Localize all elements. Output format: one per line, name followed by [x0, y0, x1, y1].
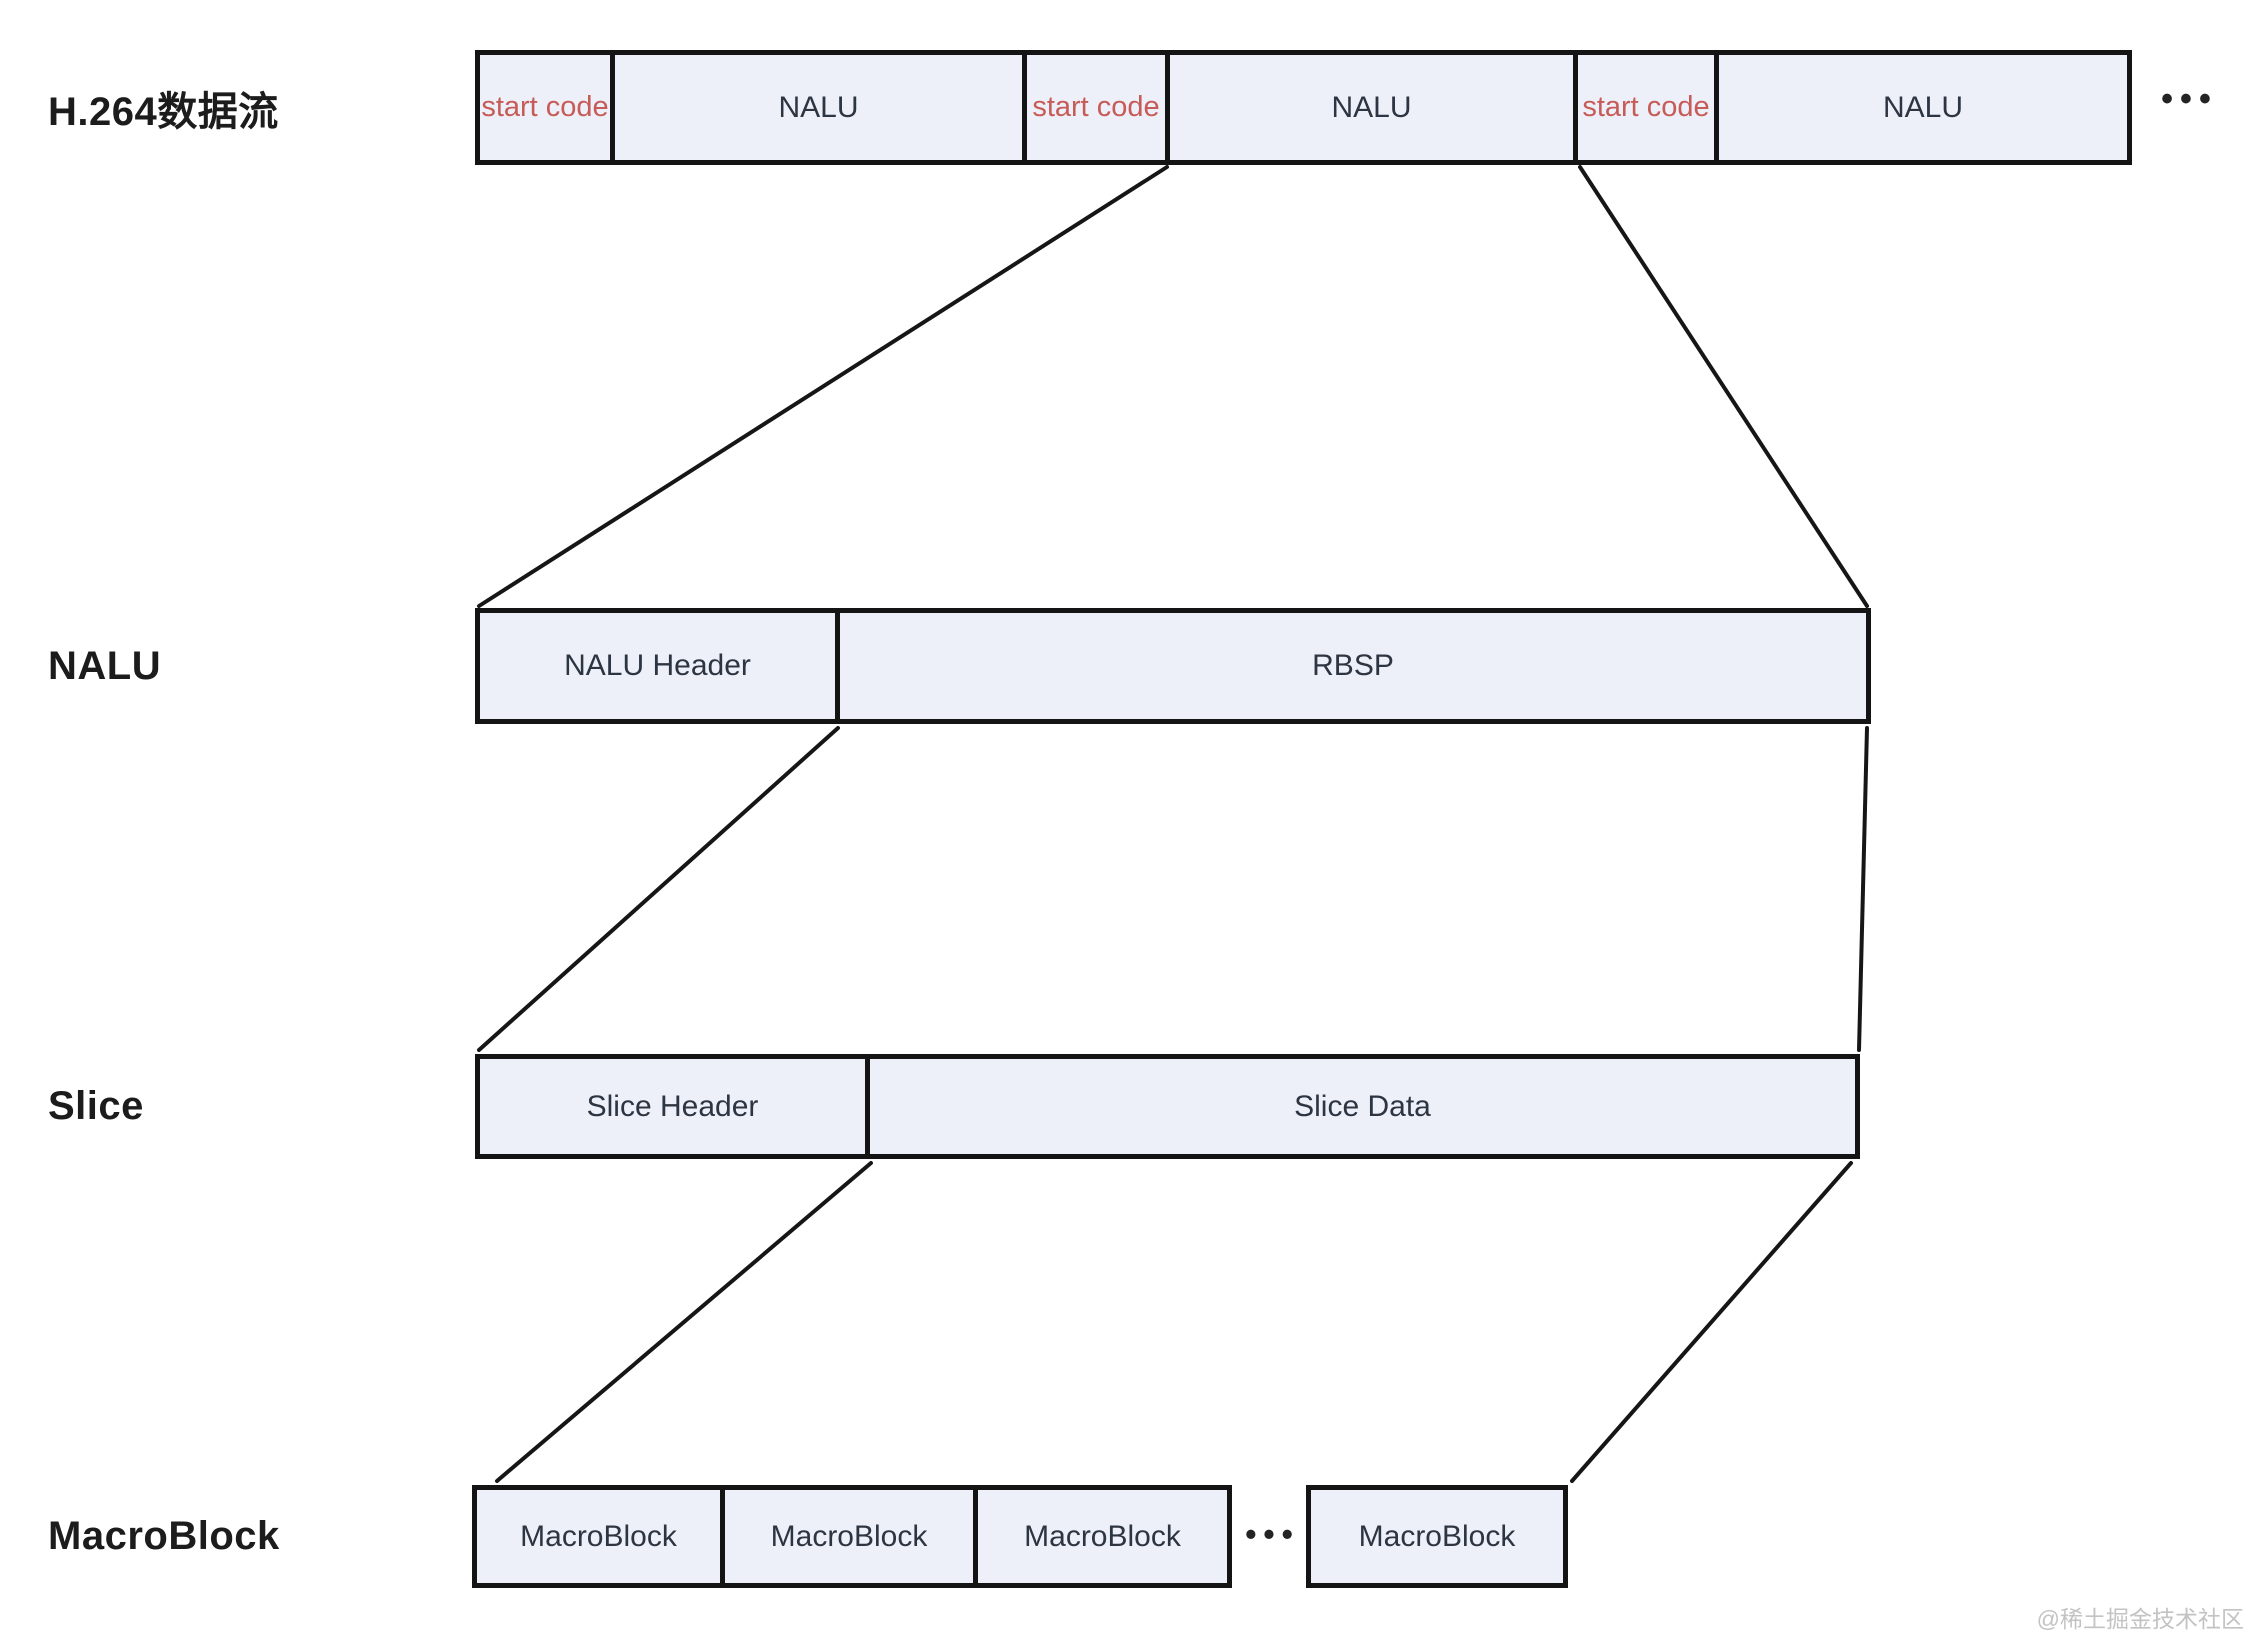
- connector-slice-to-mb-right: [1570, 1161, 1853, 1483]
- connector-slice-to-mb-left: [495, 1161, 873, 1483]
- stream-cell-start-code-1: start code: [475, 50, 615, 165]
- stream-cell-start-code-2: start code: [1022, 50, 1170, 165]
- row-label-h264-stream: H.264数据流: [48, 89, 279, 134]
- macroblock-cell-2: MacroBlock: [720, 1485, 978, 1588]
- stream-cell-nalu-2: NALU: [1165, 50, 1578, 165]
- row-label-macroblock: MacroBlock: [48, 1514, 280, 1558]
- stream-row: start code NALU start code NALU start co…: [475, 50, 2132, 165]
- macroblock-cell-1: MacroBlock: [472, 1485, 725, 1588]
- row-label-slice: Slice: [48, 1084, 144, 1128]
- macroblock-cell-3: MacroBlock: [973, 1485, 1232, 1588]
- macroblock-row-left: MacroBlock MacroBlock MacroBlock: [472, 1485, 1232, 1588]
- slice-row: Slice Header Slice Data: [475, 1054, 1860, 1159]
- macroblock-row-right: MacroBlock: [1306, 1485, 1568, 1588]
- nalu-cell-header: NALU Header: [475, 608, 840, 724]
- stream-cell-start-code-3: start code: [1573, 50, 1719, 165]
- stream-ellipsis: •••: [2161, 79, 2218, 118]
- watermark: @稀土掘金技术社区: [2036, 1606, 2244, 1632]
- slice-cell-data: Slice Data: [865, 1054, 1860, 1159]
- nalu-row: NALU Header RBSP: [475, 608, 1871, 724]
- connector-stream-to-nalu-left: [477, 165, 1169, 608]
- macroblock-ellipsis: •••: [1245, 1515, 1300, 1552]
- connector-nalu-to-slice-left: [477, 726, 840, 1052]
- connector-stream-to-nalu-right: [1578, 165, 1869, 608]
- stream-cell-nalu-3: NALU: [1714, 50, 2132, 165]
- macroblock-cell-4: MacroBlock: [1306, 1485, 1568, 1588]
- nalu-cell-rbsp: RBSP: [835, 608, 1871, 724]
- connector-nalu-to-slice-right: [1857, 726, 1869, 1052]
- row-label-nalu: NALU: [48, 643, 162, 688]
- stream-cell-nalu-1: NALU: [610, 50, 1027, 165]
- slice-cell-header: Slice Header: [475, 1054, 870, 1159]
